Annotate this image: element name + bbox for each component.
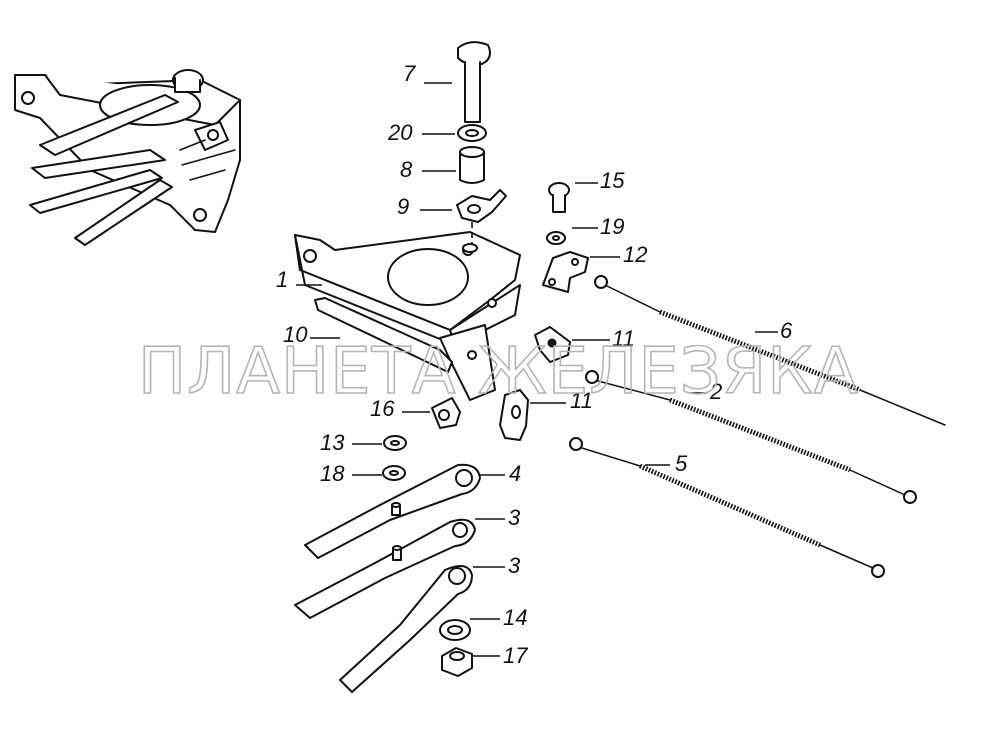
lever-part-3-upper [294,518,476,619]
callout-16: 16 [370,396,395,421]
bracket-part-1 [294,231,521,401]
callout-5: 5 [675,451,688,476]
callout-19: 19 [600,214,624,239]
callout-3-upper: 3 [508,505,521,530]
screw-part-15 [548,182,570,213]
spring-rod-part-2 [585,370,917,504]
callout-8: 8 [400,157,413,182]
callout-4: 4 [509,461,521,486]
callout-10: 10 [283,322,308,347]
pin-part-7 [457,41,491,123]
callout-12: 12 [623,242,647,267]
callout-17: 17 [503,643,528,668]
clip-part-11-upper [534,326,571,363]
spring-rod-part-5 [569,437,885,578]
nut-part-16 [431,397,461,429]
watermark-text: ПЛАНЕТА ЖЕЛЕЗЯКА [138,335,858,409]
lock-plate-part-9 [456,189,507,223]
assembled-unit-illustration [14,69,241,246]
leader-lines [296,82,778,657]
strip-part-10 [314,297,453,373]
washer-part-14 [439,619,471,641]
spring-rod-part-6 [594,275,946,426]
callout-9: 9 [397,194,409,219]
washer-part-18 [382,465,406,481]
nut-part-17 [441,647,473,677]
clip-part-11-lower [499,389,529,441]
callout-15: 15 [600,168,625,193]
callout-labels: 7 20 8 9 15 19 12 1 10 11 11 16 13 18 4 … [276,61,793,668]
callout-20: 20 [387,120,413,145]
lever-part-3-lower [339,565,473,693]
callout-13: 13 [320,430,345,455]
washer-part-13 [383,435,407,451]
callout-14: 14 [503,605,527,630]
callout-2: 2 [709,379,722,404]
bushing-part-8 [459,146,485,184]
callout-11-lower: 11 [570,388,593,413]
callout-3-lower: 3 [508,553,521,578]
callout-1: 1 [276,267,288,292]
washer-part-20 [457,124,487,142]
clip-part-12 [542,251,589,293]
washer-part-19 [546,231,566,245]
callout-7: 7 [403,61,416,86]
axis-hole [462,243,478,253]
callout-11-upper: 11 [612,326,635,351]
callout-6: 6 [780,318,793,343]
callout-18: 18 [320,461,345,486]
lever-part-4 [304,463,481,559]
